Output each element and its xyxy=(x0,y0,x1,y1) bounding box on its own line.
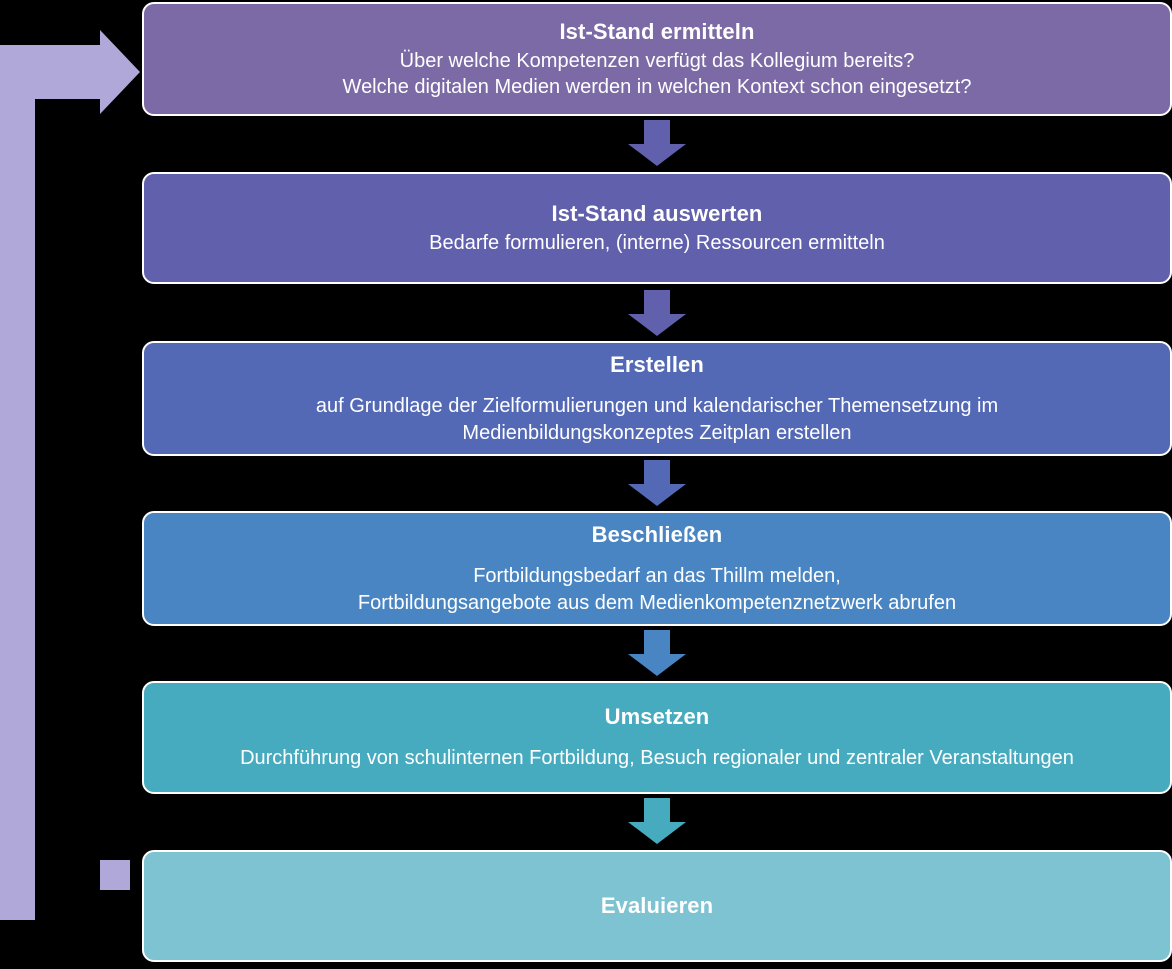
connector-arrow-2 xyxy=(628,290,686,336)
step-title: Umsetzen xyxy=(604,704,710,730)
connector-arrow-3 xyxy=(628,460,686,506)
step-subtitle: Über welche Kompetenzen verfügt das Koll… xyxy=(342,49,972,99)
step-title: Evaluieren xyxy=(600,892,714,918)
connector-arrow-5 xyxy=(628,798,686,844)
step-subtitle: Durchführung von schulinternen Fortbildu… xyxy=(240,747,1074,770)
step-subtitle: auf Grundlage der Zielformulierungen und… xyxy=(315,395,999,444)
step-box-ist-stand-auswerten[interactable]: Ist-Stand auswerten Bedarfe formulieren,… xyxy=(142,172,1172,284)
step-box-evaluieren[interactable]: Evaluieren xyxy=(142,850,1172,962)
step-box-ist-stand-ermitteln[interactable]: Ist-Stand ermitteln Über welche Kompeten… xyxy=(142,2,1172,116)
step-subtitle: Fortbildungsbedarf an das Thillm melden,… xyxy=(357,565,957,614)
step-title: Ist-Stand auswerten xyxy=(551,200,763,226)
step-box-erstellen[interactable]: Erstellen auf Grundlage der Zielformulie… xyxy=(142,341,1172,456)
step-title: Erstellen xyxy=(610,352,704,378)
step-title: Beschließen xyxy=(591,522,723,548)
step-title: Ist-Stand ermitteln xyxy=(559,18,755,44)
step-box-umsetzen[interactable]: Umsetzen Durchführung von schulinternen … xyxy=(142,681,1172,794)
connector-arrow-1 xyxy=(628,120,686,166)
step-subtitle: Bedarfe formulieren, (interne) Ressource… xyxy=(429,231,885,254)
feedback-loop-arrow xyxy=(0,0,160,964)
connector-arrow-4 xyxy=(628,630,686,676)
step-box-beschliessen[interactable]: Beschließen Fortbildungsbedarf an das Th… xyxy=(142,511,1172,626)
